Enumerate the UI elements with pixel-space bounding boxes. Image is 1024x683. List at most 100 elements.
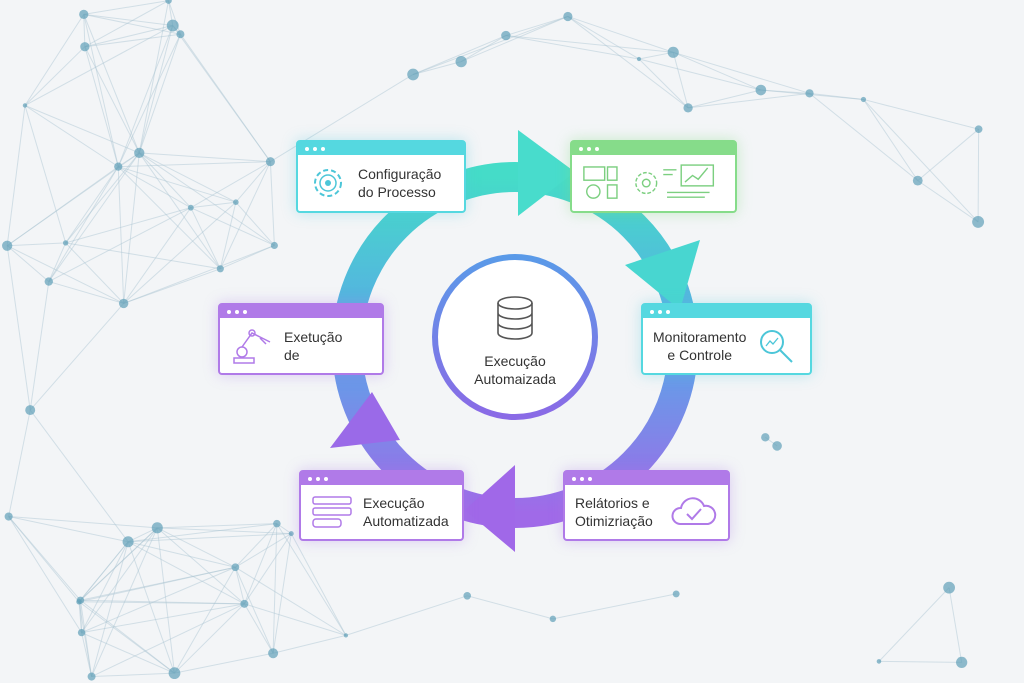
network-link (138, 152, 221, 270)
network-link (79, 600, 83, 633)
network-link (138, 34, 181, 154)
network-link (138, 152, 192, 208)
network-link (157, 527, 236, 568)
network-node (288, 531, 294, 537)
network-link (290, 533, 347, 636)
network-link (24, 14, 85, 106)
network-link (79, 601, 245, 605)
network-link (80, 599, 175, 674)
network-link (84, 46, 140, 154)
network-link (460, 15, 569, 63)
network-node (240, 599, 249, 608)
network-node (755, 84, 767, 96)
network-link (190, 207, 275, 246)
network-link (123, 245, 275, 304)
network-node (216, 265, 224, 273)
network-link (672, 52, 689, 109)
network-node (114, 162, 123, 171)
network-link (127, 541, 175, 674)
cloud-check-icon (671, 497, 717, 525)
network-node (79, 9, 89, 19)
step-title-line2: do Processo (358, 184, 436, 200)
step-title-line1: Exetução (284, 328, 343, 345)
step-card-dashboard[interactable] (570, 140, 737, 213)
window-bar (220, 305, 382, 318)
network-link (81, 541, 129, 633)
network-link (83, 13, 181, 35)
network-link (48, 242, 67, 282)
network-link (81, 527, 158, 633)
network-link (80, 527, 158, 601)
step-title-line1: Monitoramento (653, 328, 747, 345)
network-link (673, 51, 810, 94)
network-link (65, 166, 119, 244)
network-link (65, 242, 125, 304)
network-link (243, 533, 292, 605)
arrow-head-bottom (465, 465, 515, 552)
network-link (84, 33, 181, 48)
network-link (117, 33, 181, 167)
network-node (972, 215, 985, 228)
network-link (65, 242, 221, 270)
network-link (123, 207, 192, 304)
network-link (6, 166, 119, 247)
step-title-line2: Automatizada (363, 513, 449, 529)
window-bar (298, 142, 464, 155)
network-node (501, 30, 511, 41)
network-link (220, 245, 275, 270)
network-link (917, 180, 979, 223)
network-node (231, 563, 240, 572)
network-link (6, 245, 50, 282)
network-node (122, 536, 134, 548)
network-link (412, 35, 507, 75)
network-link (156, 527, 175, 674)
network-link (8, 516, 158, 529)
network-link (127, 541, 236, 568)
network-node (166, 19, 179, 32)
network-node (463, 592, 471, 600)
network-link (118, 161, 271, 168)
center-circle (432, 254, 598, 420)
gear-icon (314, 169, 342, 197)
center-label-line1: Execução (484, 353, 546, 369)
network-node (165, 0, 172, 4)
network-link (127, 541, 245, 605)
network-link (139, 152, 237, 203)
network-node (563, 11, 573, 22)
network-link (244, 603, 347, 636)
window-bar (565, 472, 728, 485)
network-link (235, 161, 271, 203)
network-link (505, 35, 640, 60)
network-link (235, 533, 292, 568)
network-link (174, 567, 236, 674)
step-title-line1: Relátorios e (575, 495, 650, 511)
network-link (48, 281, 124, 304)
network-node (22, 103, 28, 108)
network-link (272, 523, 278, 654)
network-link (272, 533, 292, 654)
network-link (190, 161, 271, 209)
network-link (235, 566, 347, 636)
network-link (79, 600, 93, 677)
network-link (273, 634, 347, 654)
network-node (876, 659, 882, 664)
network-node (4, 512, 13, 521)
network-link (83, 0, 169, 15)
step-title-line1: Execução (363, 495, 425, 511)
network-node (860, 96, 867, 103)
network-link (174, 652, 274, 674)
network-link (83, 14, 140, 154)
network-link (48, 207, 192, 283)
network-link (505, 15, 569, 37)
network-link (123, 152, 140, 304)
network-link (157, 523, 277, 529)
network-link (276, 523, 347, 636)
step-title-line2: e Controle (667, 346, 732, 363)
network-link (65, 207, 191, 244)
